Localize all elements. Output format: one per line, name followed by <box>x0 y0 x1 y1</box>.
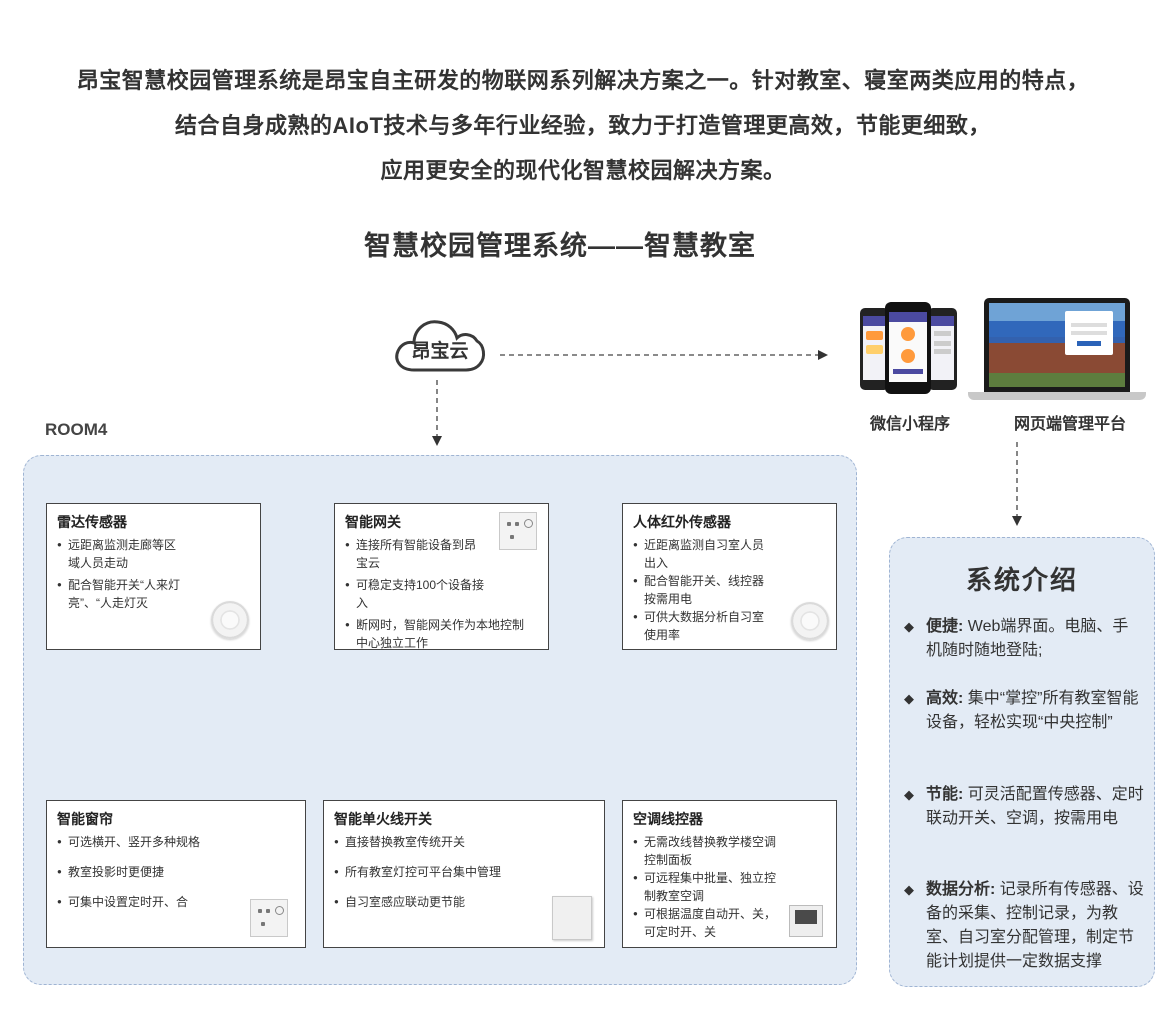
feature-item: ◆ 数据分析: 记录所有传感器、设备的采集、控制记录，为教室、自习室分配管理，制… <box>904 878 1144 974</box>
feature-text: 可灵活配置传感器、定时联动开关、空调，按需用电 <box>926 786 1144 827</box>
card-item: 近距离监测自习室人员出入 <box>633 536 771 572</box>
card-title: 智能网关 <box>345 514 401 530</box>
feature-key: 便捷: <box>926 618 964 635</box>
feature-key: 数据分析: <box>926 881 996 898</box>
mini-program-label: 微信小程序 <box>869 416 950 433</box>
switch-panel-icon <box>552 896 592 940</box>
room-label: ROOM4 <box>45 420 108 439</box>
card-title: 人体红外传感器 <box>633 514 731 530</box>
feature-text: 集中“掌控”所有教室智能设备，轻松实现“中央控制” <box>926 690 1139 731</box>
card-item: 可稳定支持100个设备接入 <box>345 576 486 612</box>
card-item: 直接替换教室传统开关 <box>334 833 594 851</box>
system-intro-title: 系统介绍 <box>965 565 1078 595</box>
card-item: 断网时，智能网关作为本地控制中心独立工作 <box>345 616 525 652</box>
card-title: 智能窗帘 <box>57 811 113 827</box>
infrared-sensor-card: 人体红外传感器 近距离监测自习室人员出入 配合智能开关、线控器按需用电 可供大数… <box>622 503 837 650</box>
curtain-panel-icon <box>250 899 288 937</box>
system-intro-panel: 系统介绍 ◆ 便捷: Web端界面。电脑、手机随时随地登陆; ◆ 高效: 集中“… <box>889 537 1155 987</box>
card-item: 无需改线替换教学楼空调控制面板 <box>633 833 783 869</box>
single-wire-switch-card: 智能单火线开关 直接替换教室传统开关 所有教室灯控可平台集中管理 自习室感应联动… <box>323 800 605 948</box>
radar-sensor-card: 雷达传感器 远距离监测走廊等区域人员走动 配合智能开关“人来灯亮”、“人走灯灭 <box>46 503 261 650</box>
radar-sensor-icon <box>211 601 249 639</box>
card-title: 雷达传感器 <box>57 514 127 530</box>
infrared-sensor-icon <box>791 602 829 640</box>
diamond-icon: ◆ <box>904 691 914 706</box>
diamond-icon: ◆ <box>904 882 914 897</box>
cloud-icon <box>395 320 486 372</box>
card-item: 可选横开、竖开多种规格 <box>57 833 295 851</box>
card-item: 连接所有智能设备到昂宝云 <box>345 536 486 572</box>
cloud-label: 昂宝云 <box>411 341 469 362</box>
card-item: 远距离监测走廊等区域人员走动 <box>57 536 187 572</box>
feature-text: Web端界面。电脑、手机随时随地登陆; <box>926 618 1129 659</box>
card-item: 配合智能开关“人来灯亮”、“人走灯灭 <box>57 576 187 612</box>
feature-key: 高效: <box>926 690 964 707</box>
card-item: 教室投影时更便捷 <box>57 863 295 881</box>
aircon-controller-card: 空调线控器 无需改线替换教学楼空调控制面板 可远程集中批量、独立控制教室空调 可… <box>622 800 837 948</box>
thermostat-icon <box>789 905 823 937</box>
feature-item: ◆ 高效: 集中“掌控”所有教室智能设备，轻松实现“中央控制” <box>904 687 1144 735</box>
intro-line-1: 昂宝智慧校园管理系统是昂宝自主研发的物联网系列解决方案之一。针对教室、寝室两类应… <box>76 68 1090 93</box>
card-title: 智能单火线开关 <box>334 811 432 827</box>
card-item: 自习室感应联动更节能 <box>334 893 594 911</box>
diamond-icon: ◆ <box>904 619 914 634</box>
section-title: 智慧校园管理系统——智慧教室 <box>364 231 756 261</box>
card-item: 配合智能开关、线控器按需用电 <box>633 572 771 608</box>
intro-text: 昂宝智慧校园管理系统是昂宝自主研发的物联网系列解决方案之一。针对教室、寝室两类应… <box>0 58 1166 193</box>
intro-line-2: 结合自身成熟的AIoT技术与多年行业经验，致力于打造管理更高效，节能更细致， <box>175 113 991 138</box>
gateway-socket-icon <box>499 512 537 550</box>
web-platform-label: 网页端管理平台 <box>1013 416 1126 433</box>
feature-item: ◆ 节能: 可灵活配置传感器、定时联动开关、空调，按需用电 <box>904 783 1144 831</box>
feature-text: 记录所有传感器、设备的采集、控制记录，为教室、自习室分配管理，制定节能计划提供一… <box>926 881 1144 970</box>
gateway-card: 智能网关 连接所有智能设备到昂宝云 可稳定支持100个设备接入 断网时，智能网关… <box>334 503 549 650</box>
diamond-icon: ◆ <box>904 787 914 802</box>
intro-line-3: 应用更安全的现代化智慧校园解决方案。 <box>380 158 786 183</box>
card-title: 空调线控器 <box>633 811 703 827</box>
feature-key: 节能: <box>926 786 964 803</box>
curtain-card: 智能窗帘 可选横开、竖开多种规格 教室投影时更便捷 可集中设置定时开、合 <box>46 800 306 948</box>
card-item: 可远程集中批量、独立控制教室空调 <box>633 869 783 905</box>
card-item: 可根据温度自动开、关，可定时开、关 <box>633 905 783 941</box>
card-item: 可供大数据分析自习室使用率 <box>633 608 771 644</box>
laptop-mockup-icon <box>968 298 1146 404</box>
feature-item: ◆ 便捷: Web端界面。电脑、手机随时随地登陆; <box>904 615 1144 663</box>
card-item: 可集中设置定时开、合 <box>57 893 295 911</box>
card-item: 所有教室灯控可平台集中管理 <box>334 863 594 881</box>
phone-mockup-icon <box>858 302 960 394</box>
